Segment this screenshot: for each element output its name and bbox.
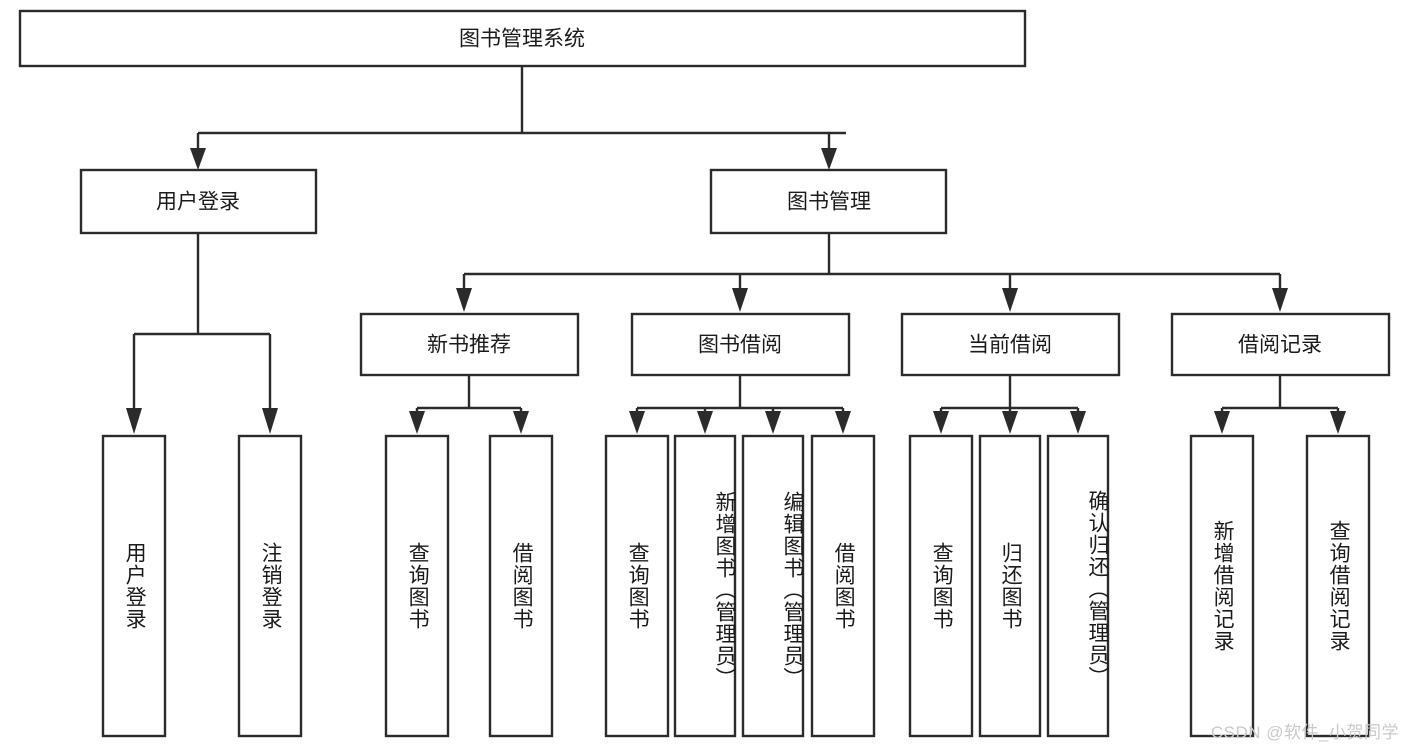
node-current-borrow-label: 当前借阅 [968, 334, 1052, 357]
connector-root-to-level2 [190, 66, 846, 170]
node-new-book-recommend[interactable]: 新书推荐 [359, 312, 580, 377]
node-book-borrow[interactable]: 图书借阅 [630, 312, 851, 377]
node-root[interactable]: 图书管理系统 [18, 9, 1027, 68]
node-borrow-record-label: 借阅记录 [1238, 334, 1322, 357]
leaf-box-book-borrow-2[interactable] [741, 434, 805, 738]
leaf-box-book-borrow-3[interactable] [810, 434, 876, 738]
node-book-management-label: 图书管理 [787, 191, 871, 214]
node-book-management[interactable]: 图书管理 [709, 168, 948, 235]
connector-bookborrow-to-leaves [629, 375, 851, 434]
leaf-box-user-login-1[interactable] [237, 434, 303, 738]
connector-newbook-to-leaves [409, 375, 529, 434]
node-new-book-recommend-label: 新书推荐 [427, 334, 511, 357]
leaf-box-current-borrow-0[interactable] [908, 434, 974, 738]
leaf-box-current-borrow-1[interactable] [978, 434, 1042, 738]
node-current-borrow[interactable]: 当前借阅 [900, 312, 1121, 377]
leaf-box-borrow-record-0[interactable] [1189, 434, 1255, 738]
leaf-box-book-borrow-0[interactable] [604, 434, 670, 738]
node-book-borrow-label: 图书借阅 [698, 334, 782, 357]
connector-currentborrow-to-leaves [933, 375, 1086, 434]
node-borrow-record[interactable]: 借阅记录 [1170, 312, 1391, 377]
leaf-box-user-login-0[interactable] [101, 434, 167, 738]
node-user-login-label: 用户登录 [156, 191, 240, 214]
node-user-login[interactable]: 用户登录 [79, 168, 318, 235]
connector-bookmgmt-to-level3 [456, 233, 1288, 312]
leaf-box-borrow-record-1[interactable] [1305, 434, 1371, 738]
leaf-box-current-borrow-2[interactable] [1046, 434, 1110, 738]
leaf-box-new-book-0[interactable] [384, 434, 450, 738]
csdn-watermark: CSDN @软件_小贺同学 [1210, 723, 1399, 742]
connector-userlogin-to-leaves [126, 233, 278, 434]
node-root-label: 图书管理系统 [459, 28, 585, 51]
connector-borrowrecord-to-leaves [1214, 375, 1346, 434]
leaf-box-new-book-1[interactable] [488, 434, 554, 738]
leaf-box-book-borrow-1[interactable] [673, 434, 737, 738]
